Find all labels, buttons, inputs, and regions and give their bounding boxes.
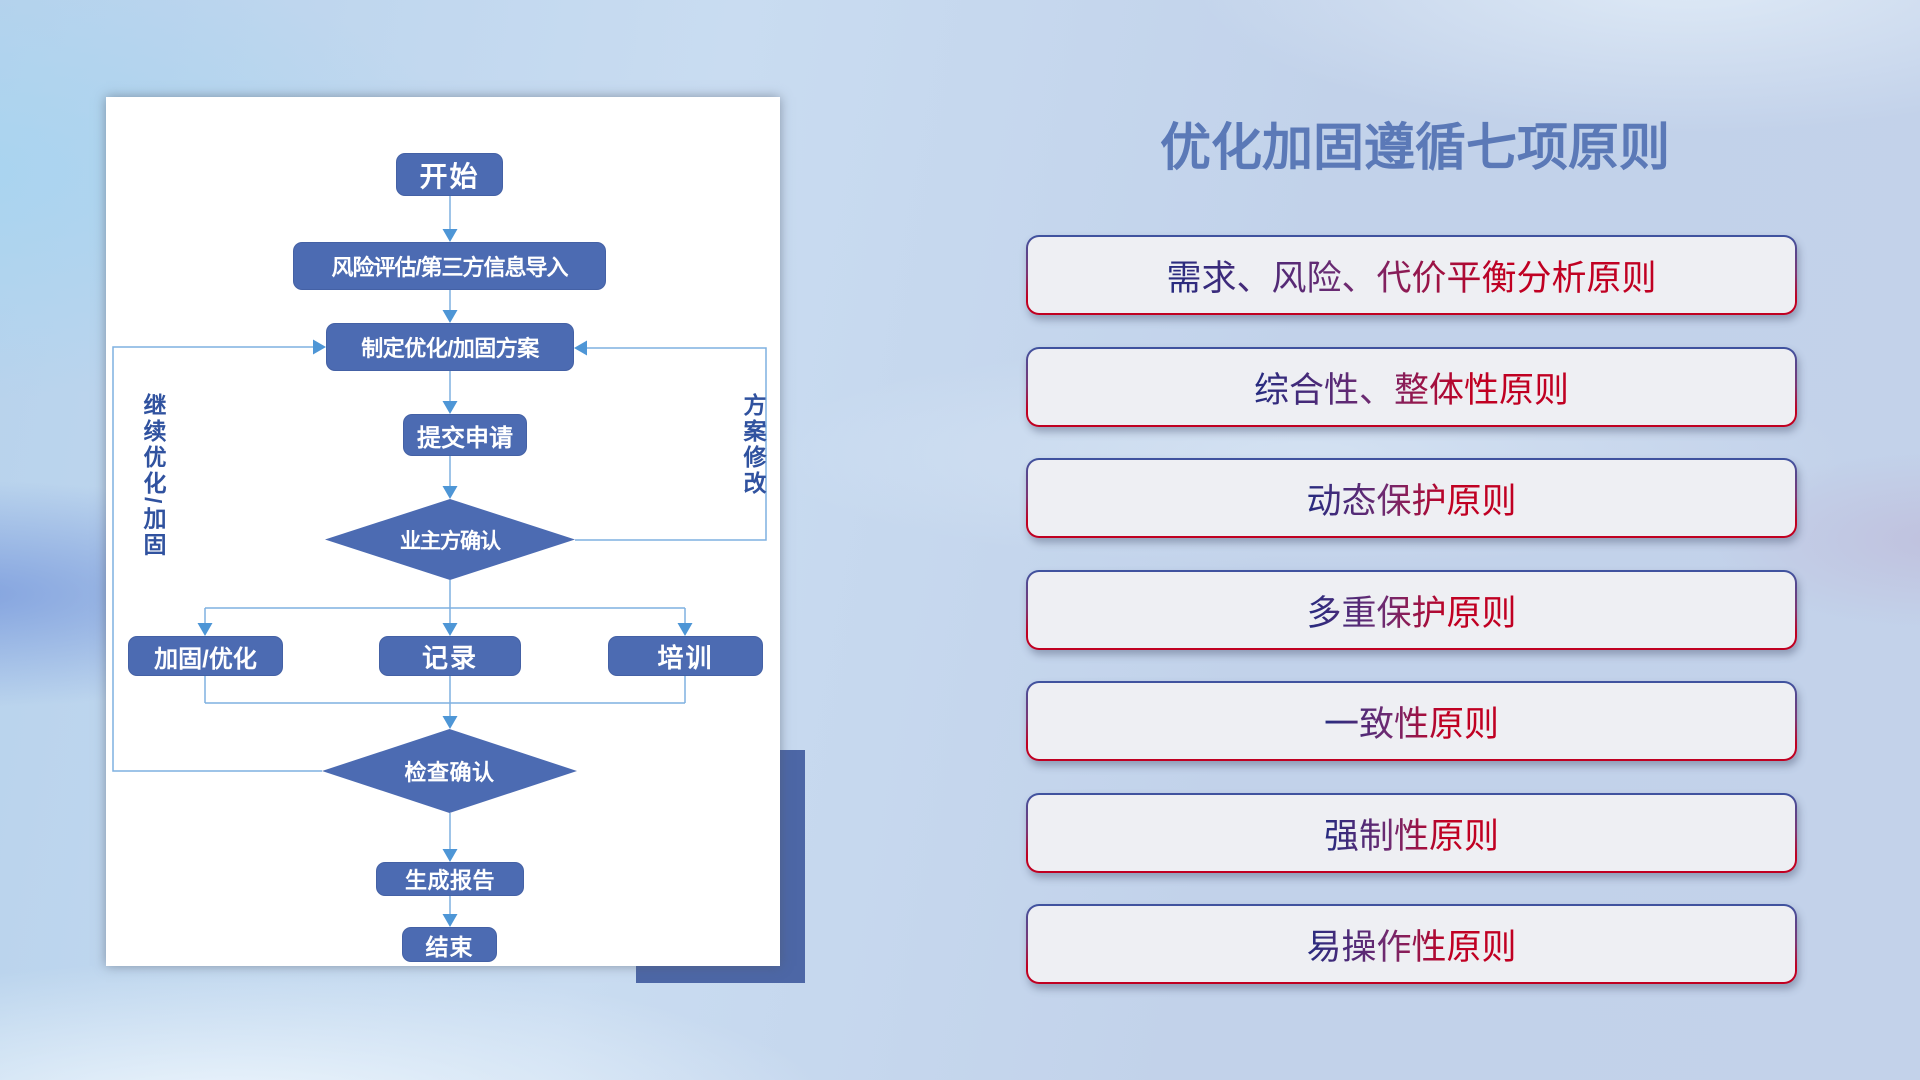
principle-box-6: 强制性原则 bbox=[1026, 793, 1797, 873]
flowchart-card: 开始 风险评估/第三方信息导入 制定优化/加固方案 提交申请 业主方确认 加固/… bbox=[106, 97, 780, 966]
loop-label-plan-revise: 方案修改 bbox=[740, 393, 766, 497]
flow-node-start: 开始 bbox=[396, 153, 503, 196]
flow-node-report: 生成报告 bbox=[376, 862, 524, 896]
principle-box-2: 综合性、整体性原则 bbox=[1026, 347, 1797, 427]
flow-node-submit: 提交申请 bbox=[403, 414, 527, 456]
flowchart-connectors bbox=[112, 196, 767, 927]
flow-node-risk-import: 风险评估/第三方信息导入 bbox=[293, 242, 606, 290]
flow-node-record: 记录 bbox=[379, 636, 521, 676]
flow-node-reinforce: 加固/优化 bbox=[128, 636, 283, 676]
principle-box-1: 需求、风险、代价平衡分析原则 bbox=[1026, 235, 1797, 315]
panel-title: 优化加固遵循七项原则 bbox=[1159, 119, 1670, 176]
flow-node-training: 培训 bbox=[608, 636, 763, 676]
flow-node-end: 结束 bbox=[402, 927, 497, 962]
principle-box-3: 动态保护原则 bbox=[1026, 458, 1797, 538]
principle-box-4: 多重保护原则 bbox=[1026, 570, 1797, 650]
loop-label-continue-optimize: 继续优化/加固 bbox=[140, 393, 166, 559]
flow-node-make-plan: 制定优化/加固方案 bbox=[326, 323, 574, 371]
principle-box-7: 易操作性原则 bbox=[1026, 904, 1797, 984]
principle-box-5: 一致性原则 bbox=[1026, 681, 1797, 761]
